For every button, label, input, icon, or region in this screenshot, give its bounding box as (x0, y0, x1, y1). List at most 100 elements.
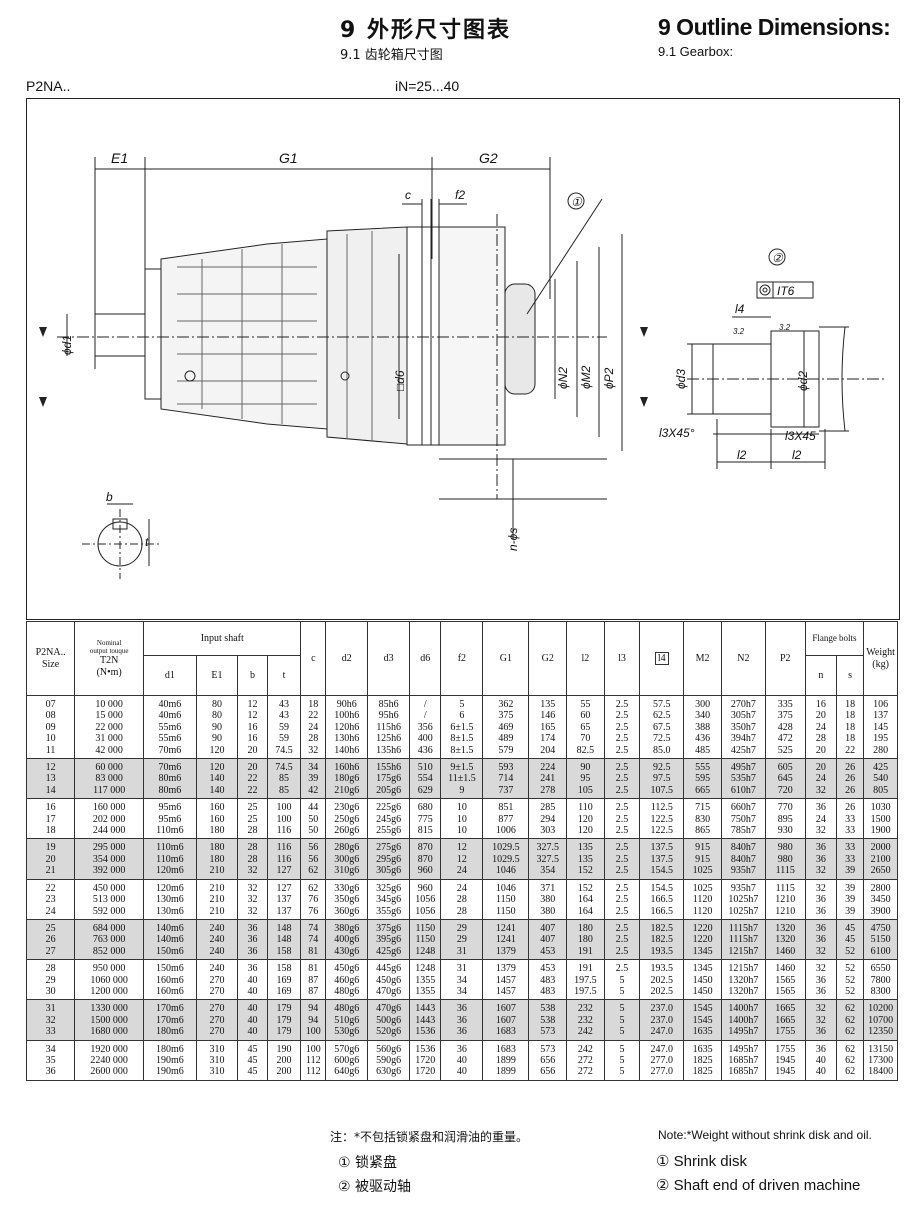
table-cell-l4: 237.0 237.0 247.0 (639, 999, 685, 1041)
table-cell-c: 44 50 50 (300, 798, 327, 840)
subtitle-en: 9.1 Gearbox: (658, 44, 734, 59)
table-cell-N2: 935h7 1025h7 1025h7 (720, 878, 766, 920)
table-cell-w: 10200 10700 12350 (863, 999, 898, 1041)
table-cell-P2: 1115 1210 1210 (764, 878, 806, 920)
table-cell-E1: 180 180 210 (195, 838, 239, 880)
table-cell-b: 32 32 32 (237, 878, 268, 920)
col-c: c (300, 621, 327, 696)
gearbox-svg: E1 G1 G2 c f2 ϕd1 □d6 ϕN2 ϕM2 ϕP2 n-ϕs b… (39, 150, 887, 579)
table-cell-l3: 2.5 2.5 2.5 (603, 918, 641, 961)
table-cell-t: 116 116 127 (266, 838, 302, 880)
table-cell-t: 127 137 137 (266, 878, 302, 920)
table-cell-b: 45 45 45 (237, 1039, 268, 1081)
table-cell-G2: 135 146 165 174 204 (528, 694, 568, 760)
legend-1-cn: ① 锁紧盘 (338, 1155, 398, 1171)
table-cell-d3: 155h6 175g6 205g6 (367, 758, 411, 800)
table-cell-d3: 85h6 95h6 115h6 125h6 135h6 (367, 694, 411, 760)
table-cell-t: 158 169 169 (266, 959, 302, 1001)
table-cell-c: 18 22 24 28 32 (300, 694, 327, 760)
ring-2 (421, 226, 432, 446)
table-cell-d6: 1248 1355 1355 (409, 959, 442, 1001)
table-cell-E1: 210 210 210 (195, 878, 239, 920)
label-d2: ϕd2 (796, 371, 810, 391)
label-d1: ϕd1 (60, 335, 74, 355)
table-cell-t: 179 179 179 (266, 999, 302, 1041)
table-cell-s: 33 33 39 (836, 838, 865, 880)
table-cell-t: 148 148 158 (266, 918, 302, 961)
table-cell-M2: 1635 1825 1825 (683, 1039, 722, 1081)
table-cell-d1: 170m6 170m6 180m6 (143, 999, 197, 1041)
table-cell-G2: 453 483 483 (528, 959, 568, 1001)
table-cell-d3: 225g6 245g6 255g6 (367, 798, 411, 840)
table-cell-P2: 1460 1565 1565 (764, 959, 806, 1001)
table-cell-N2: 1400h7 1400h7 1495h7 (720, 999, 766, 1041)
table-cell-d2: 570g6 600g6 640g6 (325, 1039, 369, 1081)
table-cell-b: 36 36 36 (237, 918, 268, 961)
col-d3: d3 (367, 621, 411, 696)
bolt-icon (184, 370, 196, 382)
table-cell-P2: 1755 1945 1945 (764, 1039, 806, 1081)
table-cell-d2: 480g6 510g6 530g6 (325, 999, 369, 1041)
table-cell-l2: 110 120 120 (566, 798, 605, 840)
table-cell-d2: 90h6 100h6 120h6 130h6 140h6 (325, 694, 369, 760)
table-cell-d6: 510 554 629 (409, 758, 442, 800)
table-cell-d1: 40m6 40m6 55m6 55m6 70m6 (143, 694, 197, 760)
col-b: b (237, 655, 268, 696)
col-p2: P2 (764, 621, 806, 696)
table-cell-l2: 191 197.5 197.5 (566, 959, 605, 1001)
table-cell-T: 1920 000 2240 000 2600 000 (74, 1039, 145, 1081)
table-cell-w: 2000 2100 2650 (863, 838, 898, 880)
table-cell-d1: 180m6 190m6 190m6 (143, 1039, 197, 1081)
table-cell-E1: 240 240 240 (195, 918, 239, 961)
table-cell-l4: 193.5 202.5 202.5 (639, 959, 685, 1001)
table-cell-w: 2800 3450 3900 (863, 878, 898, 920)
col-l2: l2 (566, 621, 605, 696)
table-cell-G1: 1683 1899 1899 (482, 1039, 530, 1081)
input-shaft (94, 313, 146, 357)
table-cell-G2: 285 294 303 (528, 798, 568, 840)
label-l3x45-b: l3X45 (785, 429, 816, 443)
table-cell-f2: 24 28 28 (440, 878, 484, 920)
label-l3x45-a: l3X45° (659, 426, 695, 440)
table-cell-d6: 1150 1150 1248 (409, 918, 442, 961)
label-e1: E1 (111, 150, 128, 166)
table-cell-f2: 29 29 31 (440, 918, 484, 961)
col-l3: l3 (603, 621, 641, 696)
table-cell-s: 26 33 33 (836, 798, 865, 840)
table-cell-d3: 445g6 450g6 470g6 (367, 959, 411, 1001)
table-cell-size: 19 20 21 (25, 838, 76, 880)
table-cell-d2: 380g6 400g6 430g6 (325, 918, 369, 961)
ring-3 (430, 226, 440, 446)
table-cell-d3: 325g6 345g6 355g6 (367, 878, 411, 920)
table-cell-l2: 242 272 272 (566, 1039, 605, 1081)
table-cell-l2: 152 164 164 (566, 878, 605, 920)
table-cell-b: 36 40 40 (237, 959, 268, 1001)
table-cell-d2: 160h6 180g6 210g6 (325, 758, 369, 800)
label-m2: ϕM2 (579, 365, 593, 389)
table-cell-G1: 1046 1150 1150 (482, 878, 530, 920)
table-cell-f2: 36 40 40 (440, 1039, 484, 1081)
note-en: Note:*Weight without shrink disk and oil… (658, 1128, 872, 1142)
table-cell-E1: 80 80 90 90 120 (195, 694, 239, 760)
table-cell-l2: 232 232 242 (566, 999, 605, 1041)
table-cell-w: 1030 1500 1900 (863, 798, 898, 840)
subtitle-cn: 9.1 齿轮箱尺寸图 (340, 48, 443, 63)
table-cell-d6: 1536 1720 1720 (409, 1039, 442, 1081)
table-cell-d6: / / 356 400 436 (409, 694, 442, 760)
table-cell-size: 25 26 27 (25, 918, 76, 961)
col-s: s (836, 655, 865, 696)
table-cell-f2: 10 10 10 (440, 798, 484, 840)
table-cell-n: 36 40 40 (804, 1039, 838, 1081)
label-n2: ϕN2 (556, 367, 570, 389)
label-g2: G2 (479, 150, 498, 166)
table-cell-E1: 120 140 140 (195, 758, 239, 800)
table-cell-t: 100 100 116 (266, 798, 302, 840)
table-cell-d2: 280g6 300g6 310g6 (325, 838, 369, 880)
dimensions-table: P2NA.. Size Nominal output touque T2N (N… (25, 621, 898, 1081)
col-l4: l4 (639, 621, 685, 696)
table-cell-b: 12 12 16 16 20 (237, 694, 268, 760)
table-cell-d6: 1443 1443 1536 (409, 999, 442, 1041)
